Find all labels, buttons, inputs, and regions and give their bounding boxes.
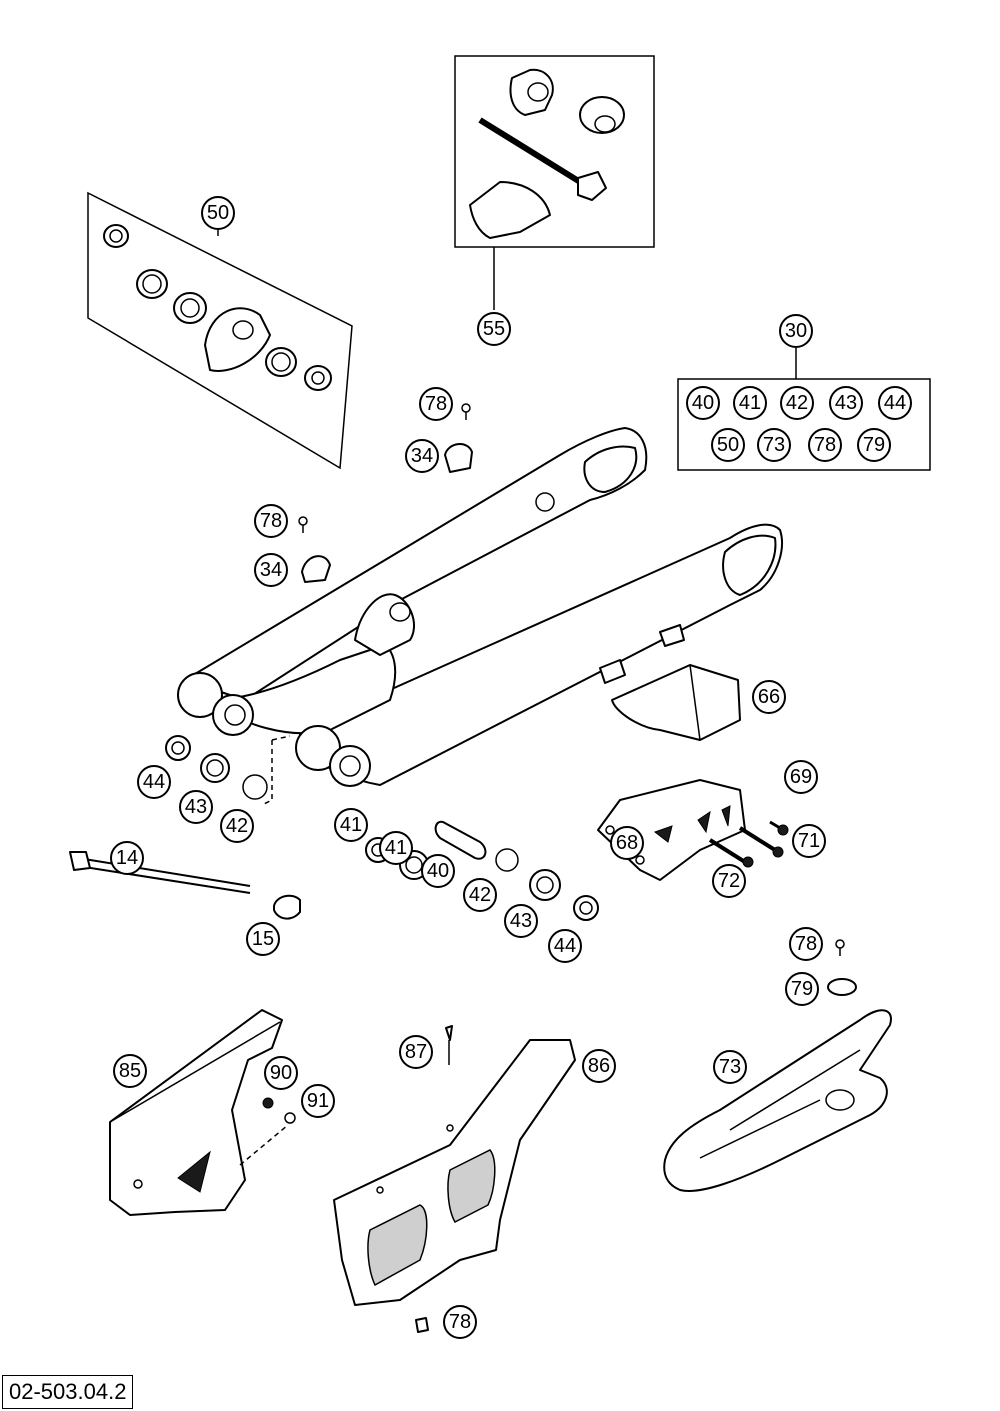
callout-68: 68: [610, 826, 644, 860]
bearing-kit-50: [87, 191, 353, 470]
svg-text:30: 30: [785, 320, 807, 342]
callout-73: 73: [713, 1050, 747, 1084]
svg-text:44: 44: [884, 392, 906, 414]
callout-15: 15: [246, 922, 280, 956]
callout-30: 30: [779, 314, 813, 348]
callout-42-right: 42: [463, 878, 497, 912]
svg-text:79: 79: [863, 434, 885, 456]
callout-66: 66: [752, 680, 786, 714]
svg-text:87: 87: [405, 1041, 427, 1063]
callout-44-right: 44: [548, 929, 582, 963]
svg-text:34: 34: [260, 559, 282, 581]
svg-text:66: 66: [758, 686, 780, 708]
svg-text:43: 43: [835, 392, 857, 414]
callout-40: 40: [421, 854, 455, 888]
callout-71: 71: [792, 824, 826, 858]
svg-text:78: 78: [814, 434, 836, 456]
callout-42-left: 42: [220, 809, 254, 843]
callout-43-right: 43: [504, 904, 538, 938]
svg-text:78: 78: [260, 510, 282, 532]
svg-text:43: 43: [510, 910, 532, 932]
callout-86: 86: [582, 1049, 616, 1083]
svg-text:42: 42: [469, 884, 491, 906]
swingarm: [177, 427, 783, 787]
svg-text:85: 85: [119, 1060, 141, 1082]
svg-text:40: 40: [692, 392, 714, 414]
kit-item-73: 73: [757, 428, 791, 462]
callout-78-right: 78: [789, 927, 823, 961]
kit-item-43: 43: [829, 386, 863, 420]
callout-78-bottom: 78: [443, 1305, 477, 1339]
svg-text:73: 73: [763, 434, 785, 456]
kit-item-50: 50: [711, 428, 745, 462]
svg-text:50: 50: [717, 434, 739, 456]
svg-text:41: 41: [385, 837, 407, 859]
svg-text:68: 68: [616, 832, 638, 854]
kit-30-box: [677, 348, 931, 471]
callout-44-left: 44: [137, 765, 171, 799]
sprocket-guard-85: [109, 1009, 296, 1216]
svg-text:15: 15: [252, 928, 274, 950]
svg-text:50: 50: [207, 202, 229, 224]
callout-50: 50: [201, 196, 235, 230]
svg-text:41: 41: [739, 392, 761, 414]
callout-79: 79: [785, 972, 819, 1006]
callout-14: 14: [110, 841, 144, 875]
chain-guide-86: [333, 1025, 576, 1333]
callout-34-mid: 34: [254, 553, 288, 587]
callout-41-a: 41: [334, 808, 368, 842]
callout-78-top: 78: [419, 387, 453, 421]
callout-72: 72: [712, 864, 746, 898]
chain-slider-73: [663, 939, 892, 1192]
clamp-34-upper: [444, 403, 473, 473]
svg-text:78: 78: [449, 1311, 471, 1333]
svg-text:78: 78: [425, 393, 447, 415]
svg-text:78: 78: [795, 933, 817, 955]
callout-78-mid: 78: [254, 504, 288, 538]
callout-34-top: 34: [405, 439, 439, 473]
svg-text:72: 72: [718, 870, 740, 892]
kit-item-41: 41: [733, 386, 767, 420]
callout-90: 90: [264, 1056, 298, 1090]
svg-text:79: 79: [791, 978, 813, 1000]
chain-guide-66: [611, 664, 741, 741]
callout-85: 85: [113, 1054, 147, 1088]
svg-text:71: 71: [798, 830, 820, 852]
svg-text:14: 14: [116, 847, 138, 869]
svg-text:90: 90: [270, 1062, 292, 1084]
callout-55: 55: [477, 312, 511, 346]
pivot-hardware: [69, 735, 599, 921]
kit-item-44: 44: [878, 386, 912, 420]
kit-item-42: 42: [780, 386, 814, 420]
svg-text:44: 44: [143, 771, 165, 793]
callouts: 50 55 30 40 41 42 43 44 50 73 78 79 78 3…: [110, 196, 912, 1339]
svg-text:41: 41: [340, 814, 362, 836]
bolt-69: [769, 820, 789, 836]
svg-text:43: 43: [185, 796, 207, 818]
svg-text:69: 69: [790, 766, 812, 788]
kit-item-78: 78: [808, 428, 842, 462]
svg-text:91: 91: [307, 1090, 329, 1112]
svg-text:40: 40: [427, 860, 449, 882]
svg-text:73: 73: [719, 1056, 741, 1078]
callout-41-b: 41: [379, 831, 413, 865]
svg-text:55: 55: [483, 318, 505, 340]
kit-item-40: 40: [686, 386, 720, 420]
bolt-72: [708, 838, 754, 868]
shock-bolt-kit-55: [454, 55, 655, 310]
document-number: 02-503.04.2: [2, 1375, 134, 1409]
callout-91: 91: [301, 1084, 335, 1118]
callout-87: 87: [399, 1035, 433, 1069]
clamp-34-lower: [298, 516, 331, 583]
bolt-71: [738, 826, 784, 858]
callout-43-left: 43: [179, 790, 213, 824]
svg-text:86: 86: [588, 1055, 610, 1077]
svg-text:42: 42: [786, 392, 808, 414]
callout-69: 69: [784, 760, 818, 794]
svg-text:34: 34: [411, 445, 433, 467]
svg-text:44: 44: [554, 935, 576, 957]
kit-item-79: 79: [857, 428, 891, 462]
svg-text:42: 42: [226, 815, 248, 837]
